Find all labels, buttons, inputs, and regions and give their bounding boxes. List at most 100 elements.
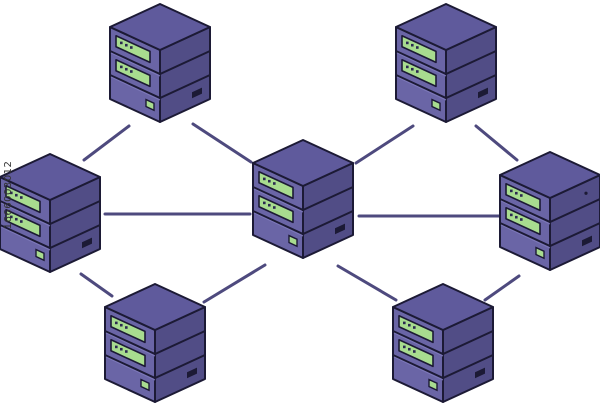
led-indicator	[120, 41, 123, 45]
server-top-face	[395, 3, 497, 51]
led-indicator	[408, 347, 411, 351]
led-indicator	[120, 347, 123, 351]
unit-highlight	[393, 332, 444, 357]
vent-slot	[475, 367, 485, 379]
unit-separator	[104, 330, 206, 356]
unit-separator	[392, 330, 494, 356]
link-top-right-to-center	[354, 124, 415, 165]
unit-highlight	[105, 356, 156, 381]
server-right: server-rack-icon	[499, 151, 600, 271]
server-top-face	[104, 283, 206, 331]
led-indicator	[413, 326, 416, 329]
led-indicator	[20, 220, 23, 223]
server-nodes: server-rack-iconserver-rack-iconserver-r…	[0, 3, 600, 403]
vent-slot	[192, 87, 202, 99]
led-indicator	[268, 203, 271, 207]
led-indicator	[10, 215, 13, 219]
unit-separator	[392, 354, 494, 380]
led-indicator	[403, 321, 406, 325]
status-panel	[505, 182, 541, 212]
server-top-face	[109, 3, 211, 51]
led-indicator	[130, 46, 133, 49]
led-indicator	[520, 194, 523, 197]
status-panel	[5, 184, 41, 214]
led-indicator	[403, 345, 406, 349]
status-panel	[401, 58, 437, 88]
led-indicator	[115, 345, 118, 349]
led-indicator	[515, 191, 518, 195]
server-top-face	[0, 153, 101, 201]
status-panel	[110, 338, 146, 368]
led-indicator	[416, 46, 419, 49]
led-indicator	[263, 177, 266, 181]
led-indicator	[406, 65, 409, 69]
server-top-right: server-rack-icon	[395, 3, 497, 123]
unit-highlight	[110, 76, 161, 101]
drive-bay	[431, 98, 441, 112]
unit-highlight	[105, 332, 156, 357]
unit-highlight	[0, 226, 51, 251]
drive-bay	[35, 248, 45, 262]
vent-slot	[82, 237, 92, 249]
status-panel	[258, 170, 294, 200]
led-indicator	[416, 70, 419, 73]
status-panel	[398, 314, 434, 344]
led-indicator	[510, 213, 513, 217]
led-indicator	[120, 323, 123, 327]
led-indicator	[413, 350, 416, 353]
link-top-left-to-center	[191, 122, 253, 164]
vent-slot	[582, 235, 592, 247]
server-bottom-left: server-rack-icon	[104, 283, 206, 403]
server-center: server-rack-icon	[252, 139, 354, 259]
led-indicator	[515, 215, 518, 219]
led-indicator	[15, 193, 18, 197]
led-indicator	[20, 196, 23, 199]
unit-highlight	[396, 52, 447, 77]
status-panel	[5, 208, 41, 238]
led-indicator	[120, 65, 123, 69]
server-left: server-rack-icon	[0, 153, 101, 273]
unit-highlight	[393, 356, 444, 381]
drive-bay	[140, 378, 150, 392]
led-indicator	[125, 67, 128, 71]
led-indicator	[406, 41, 409, 45]
unit-separator	[104, 354, 206, 380]
server-top-face	[252, 139, 354, 187]
server-bottom-right: server-rack-icon	[392, 283, 494, 403]
unit-separator	[395, 74, 497, 100]
link-top-right-to-right	[474, 124, 519, 162]
unit-separator	[0, 224, 101, 250]
link-top-left-to-left	[82, 124, 131, 162]
unit-highlight	[110, 52, 161, 77]
unit-highlight	[253, 212, 304, 237]
unit-separator	[252, 186, 354, 212]
drive-bay	[428, 378, 438, 392]
unit-separator	[499, 198, 600, 224]
stock-id-label: 1666003012	[3, 160, 14, 230]
led-indicator	[125, 43, 128, 47]
led-indicator	[125, 350, 128, 353]
link-left-to-bottom-left	[79, 272, 114, 298]
led-indicator	[411, 67, 414, 71]
server-top-face	[392, 283, 494, 331]
led-indicator	[273, 206, 276, 209]
led-indicator	[125, 326, 128, 329]
status-panel	[398, 338, 434, 368]
led-indicator	[520, 218, 523, 221]
vent-slot	[187, 367, 197, 379]
unit-highlight	[500, 200, 551, 225]
led-indicator	[115, 321, 118, 325]
led-indicator	[510, 189, 513, 193]
led-indicator	[273, 182, 276, 185]
vent-slot	[335, 223, 345, 235]
led-indicator	[15, 217, 18, 221]
unit-separator	[109, 50, 211, 76]
unit-highlight	[396, 76, 447, 101]
vent-slot	[478, 87, 488, 99]
led-indicator	[263, 201, 266, 205]
drive-bay	[145, 98, 155, 112]
led-indicator	[130, 70, 133, 73]
status-panel	[505, 206, 541, 236]
led-indicator	[268, 179, 271, 183]
